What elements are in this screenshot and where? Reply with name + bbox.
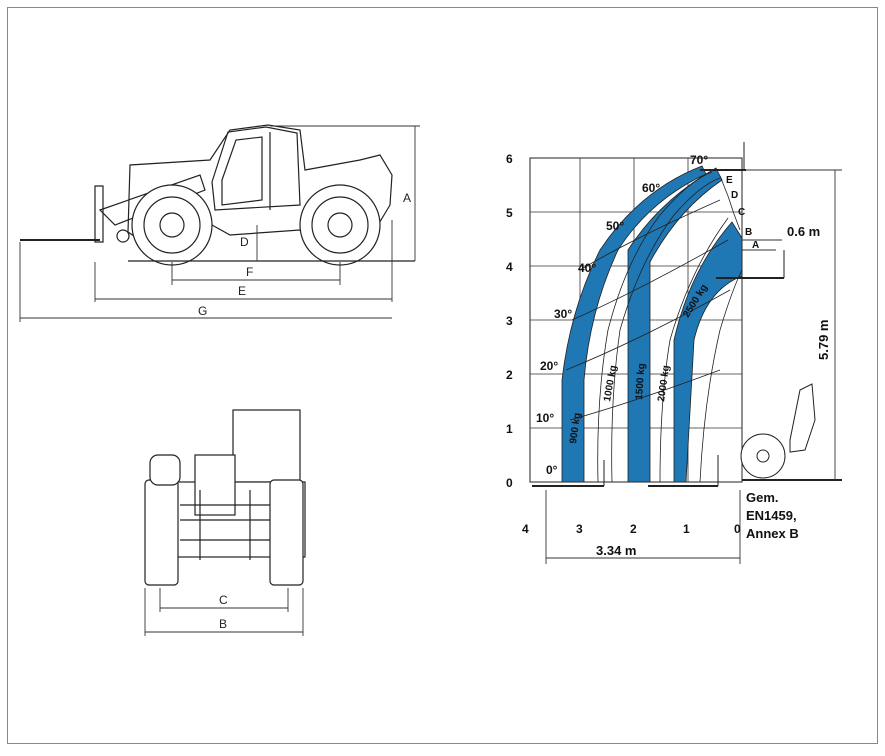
angle-70: 70° <box>690 153 708 167</box>
dim-label-C: C <box>219 593 228 607</box>
dim-label-A: A <box>403 191 411 205</box>
y-tick-4: 4 <box>506 260 513 274</box>
dim-label-G: G <box>198 304 207 318</box>
load-bands <box>561 165 743 483</box>
y-tick-1: 1 <box>506 422 513 436</box>
load-chart: 5.79 m 0.6 m 3.34 m 6 5 4 3 2 1 0 4 3 2 … <box>506 142 842 564</box>
load-label-2000kg: 2000 kg <box>656 365 672 403</box>
x-tick-2: 2 <box>630 522 637 536</box>
y-tick-6: 6 <box>506 152 513 166</box>
angle-0: 0° <box>546 463 558 477</box>
offset-dimension <box>742 239 782 251</box>
angle-40: 40° <box>578 261 596 275</box>
note-line-1: Gem. <box>746 490 779 505</box>
ext-letter-E: E <box>726 175 733 186</box>
y-tick-0: 0 <box>506 476 513 490</box>
max-reach-label: 3.34 m <box>596 543 636 558</box>
ext-letter-A: A <box>752 240 759 251</box>
x-tick-3: 3 <box>576 522 583 536</box>
angle-60: 60° <box>642 181 660 195</box>
side-view-drawing <box>20 124 415 266</box>
angle-50: 50° <box>606 219 624 233</box>
boom-hooks <box>532 142 785 487</box>
band-2500kg <box>673 221 743 483</box>
side-view-dimensions <box>19 125 420 322</box>
front-view-dimensions <box>144 588 304 636</box>
x-tick-1: 1 <box>683 522 690 536</box>
band-1500kg <box>627 167 723 483</box>
front-view-drawing <box>144 409 306 586</box>
ext-letter-B: B <box>745 227 752 238</box>
ext-letter-D: D <box>731 190 738 201</box>
load-label-1500kg: 1500 kg <box>634 363 648 400</box>
angle-20: 20° <box>540 359 558 373</box>
angle-30: 30° <box>554 307 572 321</box>
note-line-3: Annex B <box>746 526 799 541</box>
max-height-label: 5.79 m <box>816 320 831 360</box>
offset-label: 0.6 m <box>787 224 820 239</box>
page-border <box>7 7 878 744</box>
dim-label-B: B <box>219 617 227 631</box>
dim-label-D: D <box>240 235 249 249</box>
reach-dimension <box>545 490 741 564</box>
dim-label-E: E <box>238 284 246 298</box>
note-line-2: EN1459, <box>746 508 797 523</box>
x-tick-0: 0 <box>734 522 741 536</box>
ext-letter-C: C <box>738 207 745 218</box>
machine-outline <box>740 383 842 481</box>
y-tick-5: 5 <box>506 206 513 220</box>
x-tick-4: 4 <box>522 522 529 536</box>
y-tick-3: 3 <box>506 314 513 328</box>
angle-10: 10° <box>536 411 554 425</box>
y-tick-2: 2 <box>506 368 513 382</box>
height-dimension <box>746 169 842 480</box>
dim-label-F: F <box>246 265 253 279</box>
contour-lines <box>565 171 743 483</box>
load-label-900kg: 900 kg <box>568 412 583 444</box>
